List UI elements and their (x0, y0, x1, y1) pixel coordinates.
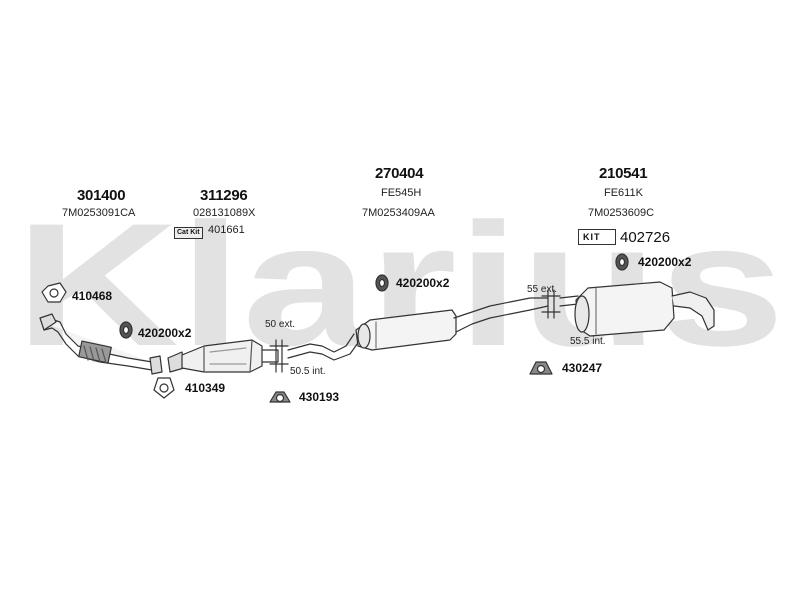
cat-kit-number: 401661 (208, 224, 245, 236)
group-3-main-number: 270404 (375, 165, 424, 182)
catalytic-converter (167, 339, 279, 373)
gasket-top-shape (41, 282, 67, 303)
kit-badge: KIT (578, 229, 616, 245)
rear-joint-int-dimension: 55.5 int. (570, 336, 606, 347)
group-4-sub-code: FE611K (604, 187, 643, 199)
group-3-sub-code: FE545H (381, 187, 422, 199)
part-gasket-top-label: 410468 (72, 289, 113, 303)
clamp-under-shape (269, 391, 291, 403)
kit-number: 402726 (620, 229, 671, 246)
group-4-main-number: 210541 (599, 165, 648, 182)
part-gasket-bottom-label: 410349 (185, 381, 226, 395)
group-1-oe-code: 7M0253091CA (62, 207, 136, 219)
group-3-oe-code: 7M0253409AA (362, 207, 435, 219)
group-4-oe-code: 7M0253609C (588, 207, 655, 219)
mount-rear-shape (615, 253, 629, 271)
front-joint (269, 339, 289, 373)
part-mount-middle-label: 420200x2 (396, 276, 450, 290)
cat-kit-badge: Cat Kit (174, 227, 203, 239)
rear-silencer (574, 281, 715, 337)
rear-joint-ext-dimension: 55 ext. (527, 284, 558, 295)
mount-front-shape (119, 321, 133, 339)
part-mount-front-label: 420200x2 (138, 326, 192, 340)
group-2-oe-code: 028131089X (193, 207, 256, 219)
mount-middle-shape (375, 274, 389, 292)
gasket-bottom-shape (153, 377, 175, 399)
part-clamp-under-label: 430193 (299, 390, 340, 404)
group-2-main-number: 311296 (200, 187, 248, 204)
part-mount-rear-label: 420200x2 (638, 255, 692, 269)
front-intermediate-pipe (287, 333, 361, 361)
part-clamp-rear-label: 430247 (562, 361, 603, 375)
front-joint-ext-dimension: 50 ext. (265, 319, 296, 330)
rear-joint (541, 289, 579, 319)
front-joint-int-dimension: 50.5 int. (290, 366, 326, 377)
clamp-rear-shape (529, 361, 553, 375)
group-1-main-number: 301400 (77, 187, 126, 204)
front-downpipe (39, 313, 163, 375)
centre-silencer (355, 297, 549, 351)
